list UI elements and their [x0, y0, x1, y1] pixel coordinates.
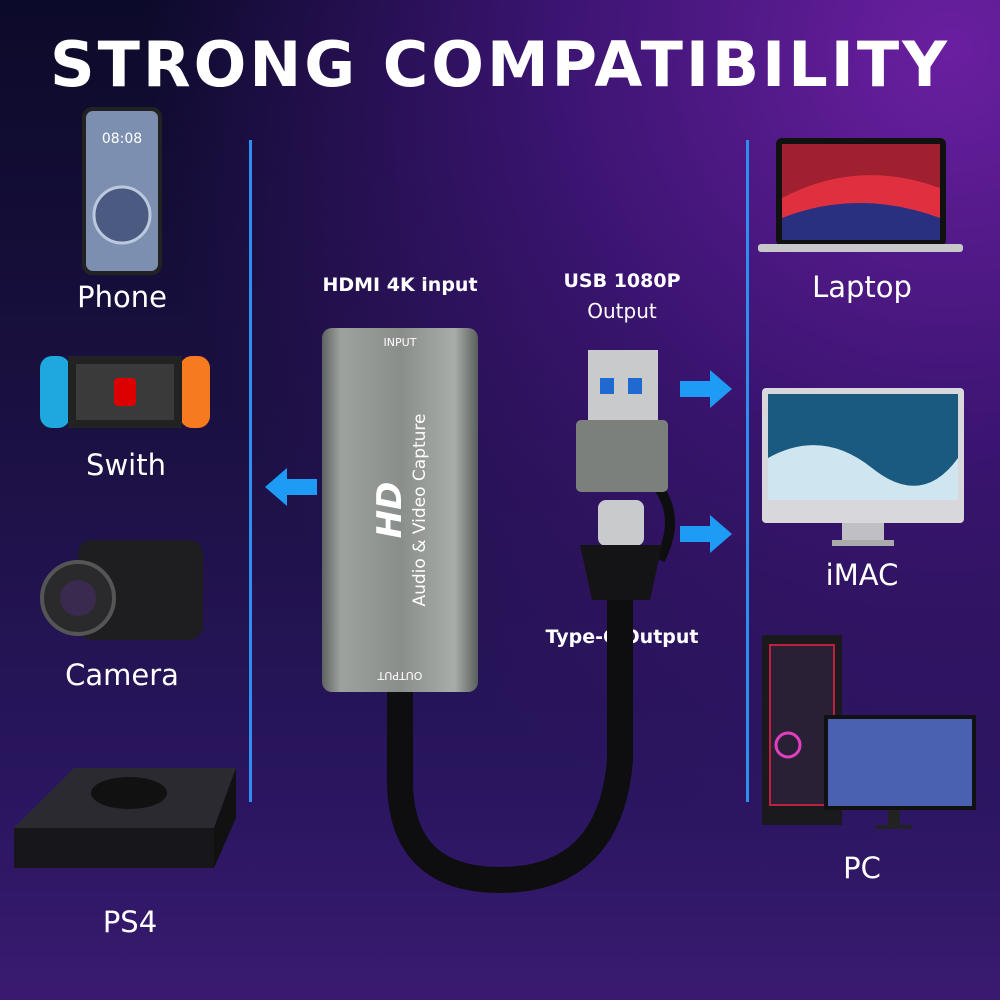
- device-caption-text: Audio & Video Capture: [410, 413, 430, 607]
- device-input-label: INPUT: [383, 336, 417, 349]
- device-output-label: OUTPUT: [377, 669, 423, 682]
- camera-image: [40, 540, 203, 640]
- label-camera: Camera: [65, 658, 179, 692]
- device-caption: HD Audio & Video Capture: [370, 413, 430, 606]
- divider-right: [746, 140, 749, 802]
- phone-image: 08:08: [82, 107, 162, 275]
- gaming-pc-image: [762, 635, 976, 829]
- label-ps4: PS4: [102, 905, 158, 939]
- switch-image: [40, 356, 210, 428]
- label-pc: PC: [843, 851, 881, 885]
- laptop-image: [758, 138, 963, 252]
- label-phone: Phone: [77, 280, 167, 314]
- ps4-image: [14, 768, 236, 868]
- capture-device: INPUT HD Audio & Video Capture OUTPUT: [322, 328, 478, 692]
- usb-a-plug: [588, 350, 658, 422]
- arrow-left-icon: [265, 468, 317, 506]
- usb-output-label: USB 1080P: [563, 270, 681, 292]
- arrow-right-icon: [680, 370, 732, 408]
- label-switch: Swith: [86, 448, 166, 482]
- hdmi-input-label: HDMI 4K input: [322, 274, 478, 296]
- svg-text:08:08: 08:08: [102, 131, 142, 147]
- label-imac: iMAC: [825, 558, 899, 592]
- page-title: STRONG COMPATIBILITY: [49, 28, 951, 101]
- label-laptop: Laptop: [812, 270, 912, 304]
- type-c-plug: [598, 500, 644, 546]
- device-hd-logo: HD: [370, 481, 410, 539]
- divider-left: [249, 140, 252, 802]
- arrow-right-icon: [680, 515, 732, 553]
- imac-image: [762, 388, 964, 546]
- usb-output-sublabel: Output: [587, 299, 657, 323]
